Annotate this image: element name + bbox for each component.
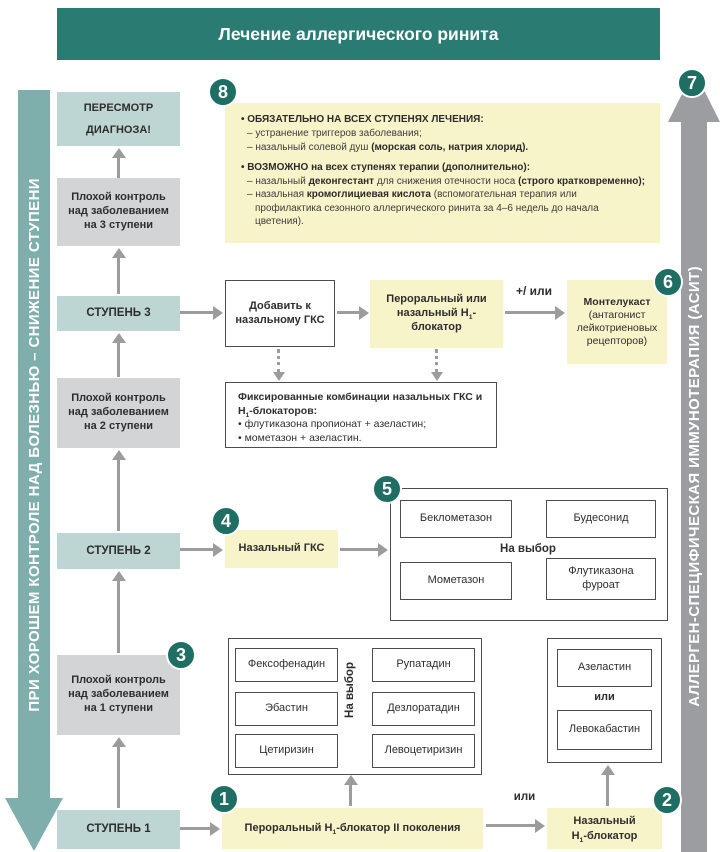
arrow-right-icon bbox=[180, 821, 220, 836]
poor-control-step2-box: Плохой контроль над заболеванием на 2 ст… bbox=[57, 378, 180, 448]
montelukast-box: Монтелукаст (антагонист лейкотриеновых р… bbox=[567, 280, 667, 364]
dotted-arrow-down-icon bbox=[431, 349, 443, 381]
arrow-up-icon bbox=[111, 248, 126, 294]
plus-or-label: +/ или bbox=[515, 284, 553, 298]
badge-2: 2 bbox=[652, 785, 682, 815]
oral-h1-blocker-box: Пероральный Н1-блокатор II поколения bbox=[222, 808, 483, 849]
arrow-right-icon bbox=[180, 542, 223, 557]
drug-option-box: Эбастин bbox=[235, 692, 338, 726]
step-down-arrow-label: ПРИ ХОРОШЕМ КОНТРОЛЕ НАД БОЛЕЗНЬЮ – СНИЖ… bbox=[25, 178, 43, 712]
badge-4: 4 bbox=[211, 506, 241, 536]
choice-label-vertical: На выбор bbox=[344, 662, 356, 718]
drug-option-box: Флутиказона фуроат bbox=[546, 558, 656, 600]
drug-option-box: Левоцетиризин bbox=[372, 734, 475, 768]
mandatory-item: – устранение триггеров заболевания; bbox=[247, 128, 422, 140]
review-diagnosis-box: ПЕРЕСМОТР ДИАГНОЗА! bbox=[57, 92, 180, 146]
mandatory-title: • ОБЯЗАТЕЛЬНО НА ВСЕХ СТУПЕНЯХ ЛЕЧЕНИЯ: bbox=[241, 114, 484, 125]
or-label: или bbox=[594, 691, 615, 703]
poor-control-step3-box: Плохой контроль над заболеванием на 3 ст… bbox=[57, 178, 180, 246]
arrow-up-icon bbox=[111, 333, 126, 377]
badge-5: 5 bbox=[372, 474, 402, 504]
arrow-up-icon bbox=[111, 450, 126, 531]
step1-box: СТУПЕНЬ 1 bbox=[57, 810, 180, 849]
badge-6: 6 bbox=[653, 267, 683, 297]
drug-option-box: Азеластин bbox=[557, 649, 652, 687]
nasal-h1-blocker-box: Назальный Н1-блокатор bbox=[547, 808, 662, 849]
page-title: Лечение аллергического ринита bbox=[57, 8, 660, 60]
arrow-right-icon bbox=[180, 305, 223, 320]
arrow-right-icon bbox=[340, 542, 388, 557]
arrow-up-icon bbox=[343, 775, 358, 806]
combination-item: • флутиказона пропионат + азеластин; bbox=[238, 418, 427, 431]
badge-1: 1 bbox=[209, 784, 239, 814]
drug-option-box: Дезлоратадин bbox=[372, 692, 475, 726]
dotted-arrow-down-icon bbox=[273, 349, 285, 381]
step-down-arrow: ПРИ ХОРОШЕМ КОНТРОЛЕ НАД БОЛЕЗНЬЮ – СНИЖ… bbox=[18, 90, 50, 800]
poor-control-step1-box: Плохой контроль над заболеванием на 1 ст… bbox=[57, 655, 180, 735]
universal-measures-box: • ОБЯЗАТЕЛЬНО НА ВСЕХ СТУПЕНЯХ ЛЕЧЕНИЯ: … bbox=[225, 103, 660, 243]
mandatory-item: – назальный солевой душ (морская соль, н… bbox=[247, 141, 529, 153]
optional-item: – назальный деконгестант для снижения от… bbox=[247, 176, 646, 188]
nasal-gks-box: Назальный ГКС bbox=[225, 530, 338, 568]
arrow-right-icon bbox=[337, 305, 369, 320]
step-down-arrowhead-icon bbox=[5, 798, 63, 851]
step2-box: СТУПЕНЬ 2 bbox=[57, 533, 180, 569]
arrow-right-icon bbox=[505, 305, 565, 320]
add-to-nasal-gks-box: Добавить к назальному ГКС bbox=[225, 280, 335, 347]
choice-label: На выбор bbox=[500, 543, 556, 555]
optional-item: – назальная кромоглициевая кислота (вспо… bbox=[247, 189, 599, 228]
drug-option-box: Будесонид bbox=[546, 500, 656, 538]
arrow-up-icon bbox=[111, 571, 126, 653]
drug-option-box: Цетиризин bbox=[235, 734, 338, 768]
arrow-up-icon bbox=[600, 765, 615, 806]
badge-3: 3 bbox=[166, 640, 196, 670]
drug-option-box: Мометазон bbox=[400, 562, 512, 600]
arrow-right-icon bbox=[486, 818, 545, 833]
asit-arrow: АЛЛЕРГЕН-СПЕЦИФИЧЕСКАЯ ИММУНОТЕРАПИЯ (АС… bbox=[681, 120, 707, 852]
fixed-combinations-box: Фиксированные комбинации назальных ГКС и… bbox=[225, 382, 497, 448]
drug-option-box: Фексофенадин bbox=[235, 648, 338, 682]
fixed-combinations-title: Фиксированные комбинации назальных ГКС и… bbox=[238, 391, 483, 419]
arrow-up-icon bbox=[111, 148, 126, 178]
or-label: или bbox=[513, 791, 536, 803]
drug-option-box: Беклометазон bbox=[400, 500, 512, 538]
badge-7: 7 bbox=[677, 68, 707, 98]
optional-title: • ВОЗМОЖНО на всех ступенях терапии (доп… bbox=[241, 161, 531, 173]
asit-arrow-label: АЛЛЕРГЕН-СПЕЦИФИЧЕСКАЯ ИММУНОТЕРАПИЯ (АС… bbox=[685, 265, 703, 707]
combination-item: • мометазон + азеластин. bbox=[238, 431, 362, 444]
badge-8: 8 bbox=[208, 77, 238, 107]
drug-option-box: Рупатадин bbox=[372, 648, 475, 682]
oral-nasal-h1-blocker-box: Пероральный или назальный Н1-блокатор bbox=[370, 280, 503, 348]
arrow-up-icon bbox=[111, 737, 126, 808]
step3-box: СТУПЕНЬ 3 bbox=[57, 296, 180, 331]
drug-option-box: Левокабастин bbox=[557, 710, 652, 750]
